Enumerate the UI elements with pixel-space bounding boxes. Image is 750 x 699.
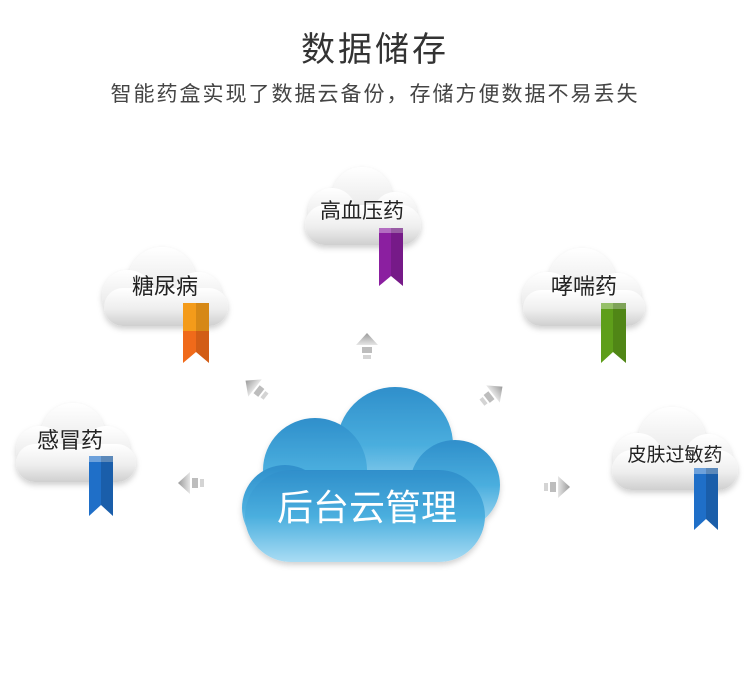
ribbon-cold <box>89 456 113 516</box>
cloud-hypertension-label: 高血压药 <box>320 199 404 223</box>
arrow-right <box>544 476 570 498</box>
arrow-left <box>178 472 204 494</box>
cloud-allergy-label: 皮肤过敏药 <box>627 444 722 466</box>
cloud-hypertension[interactable] <box>305 167 421 245</box>
ribbon-diabetes <box>183 303 209 363</box>
page-subtitle: 智能药盒实现了数据云备份，存储方便数据不易丢失 <box>110 82 640 106</box>
center-cloud-label: 后台云管理 <box>277 488 457 529</box>
cloud-asthma-label: 哮喘药 <box>551 275 617 300</box>
center-cloud[interactable] <box>242 387 500 562</box>
cloud-cold-label: 感冒药 <box>37 429 103 454</box>
page-title: 数据储存 <box>301 30 449 70</box>
cloud-diabetes-label: 糖尿病 <box>132 275 198 300</box>
ribbon-asthma <box>601 303 626 363</box>
arrow-upper-right <box>479 385 503 406</box>
ribbon-allergy <box>694 468 718 530</box>
ribbon-hypertension <box>379 228 403 286</box>
arrow-upper-left <box>245 379 269 400</box>
arrow-up <box>356 333 378 359</box>
